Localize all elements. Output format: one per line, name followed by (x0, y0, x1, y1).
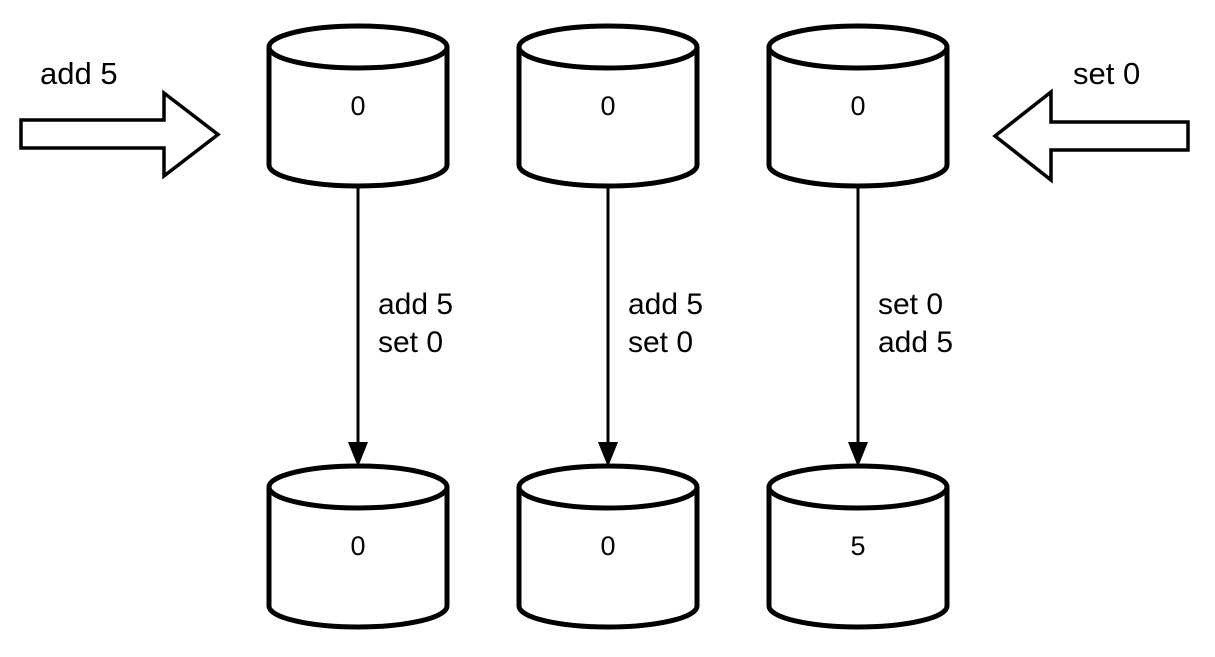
replica-1-edge-label-2: set 0 (378, 326, 443, 359)
replica-3-edge-label-2: add 5 (878, 326, 953, 359)
replica-2-bottom-cylinder-body (516, 484, 700, 630)
replica-1-bottom-cylinder-body (266, 484, 450, 630)
left-input-arrow-shape (19, 89, 221, 180)
replica-3-bottom-cylinder-value: 5 (850, 531, 865, 561)
left-input-arrow: add 5 (19, 56, 221, 180)
replica-1-top-cylinder-body (266, 44, 450, 189)
replica-2-edge: add 5 set 0 (598, 188, 703, 467)
replica-2-bottom-cylinder-lid (516, 463, 700, 511)
replica-2-edge-label-2: set 0 (628, 326, 693, 359)
replica-1-edge-label-1: add 5 (378, 288, 453, 321)
right-input-arrow-label: set 0 (1073, 56, 1140, 91)
replica-3-edge-label-1: set 0 (878, 288, 943, 321)
replica-2-top-cylinder: 0 (516, 23, 700, 189)
replica-3-top-cylinder-body (766, 44, 950, 189)
replica-1-bottom-cylinder: 0 (266, 463, 450, 630)
replica-2-top-cylinder-body (516, 44, 700, 189)
replica-1-edge-arrowhead (348, 442, 368, 467)
left-input-arrow-label: add 5 (40, 56, 118, 91)
replica-3-bottom-cylinder-body (766, 484, 950, 630)
replica-3-top-cylinder-value: 0 (850, 91, 865, 121)
replica-2-bottom-cylinder: 0 (516, 463, 700, 630)
replica-1-top-cylinder-value: 0 (350, 91, 365, 121)
replica-3-edge-arrowhead (848, 442, 868, 467)
replica-1-top-cylinder-lid (266, 23, 450, 71)
replica-2-edge-label-1: add 5 (628, 288, 703, 321)
replica-3-edge: set 0 add 5 (848, 188, 953, 467)
replica-3-bottom-cylinder-lid (766, 463, 950, 511)
replica-1-column: 0 add 5 set 0 0 (266, 23, 453, 630)
right-input-arrow-shape (992, 88, 1190, 184)
replica-3-top-cylinder-lid (766, 23, 950, 71)
replica-1-bottom-cylinder-lid (266, 463, 450, 511)
right-input-arrow: set 0 (992, 56, 1190, 184)
replica-3-bottom-cylinder: 5 (766, 463, 950, 630)
replica-2-edge-arrowhead (598, 442, 618, 467)
replica-3-top-cylinder: 0 (766, 23, 950, 189)
replica-2-top-cylinder-lid (516, 23, 700, 71)
replica-2-bottom-cylinder-value: 0 (600, 531, 615, 561)
replica-1-top-cylinder: 0 (266, 23, 450, 189)
replica-2-top-cylinder-value: 0 (600, 91, 615, 121)
replica-3-column: 0 set 0 add 5 5 (766, 23, 953, 630)
replica-1-bottom-cylinder-value: 0 (350, 531, 365, 561)
replica-1-edge: add 5 set 0 (348, 188, 453, 467)
replica-2-column: 0 add 5 set 0 0 (516, 23, 703, 630)
